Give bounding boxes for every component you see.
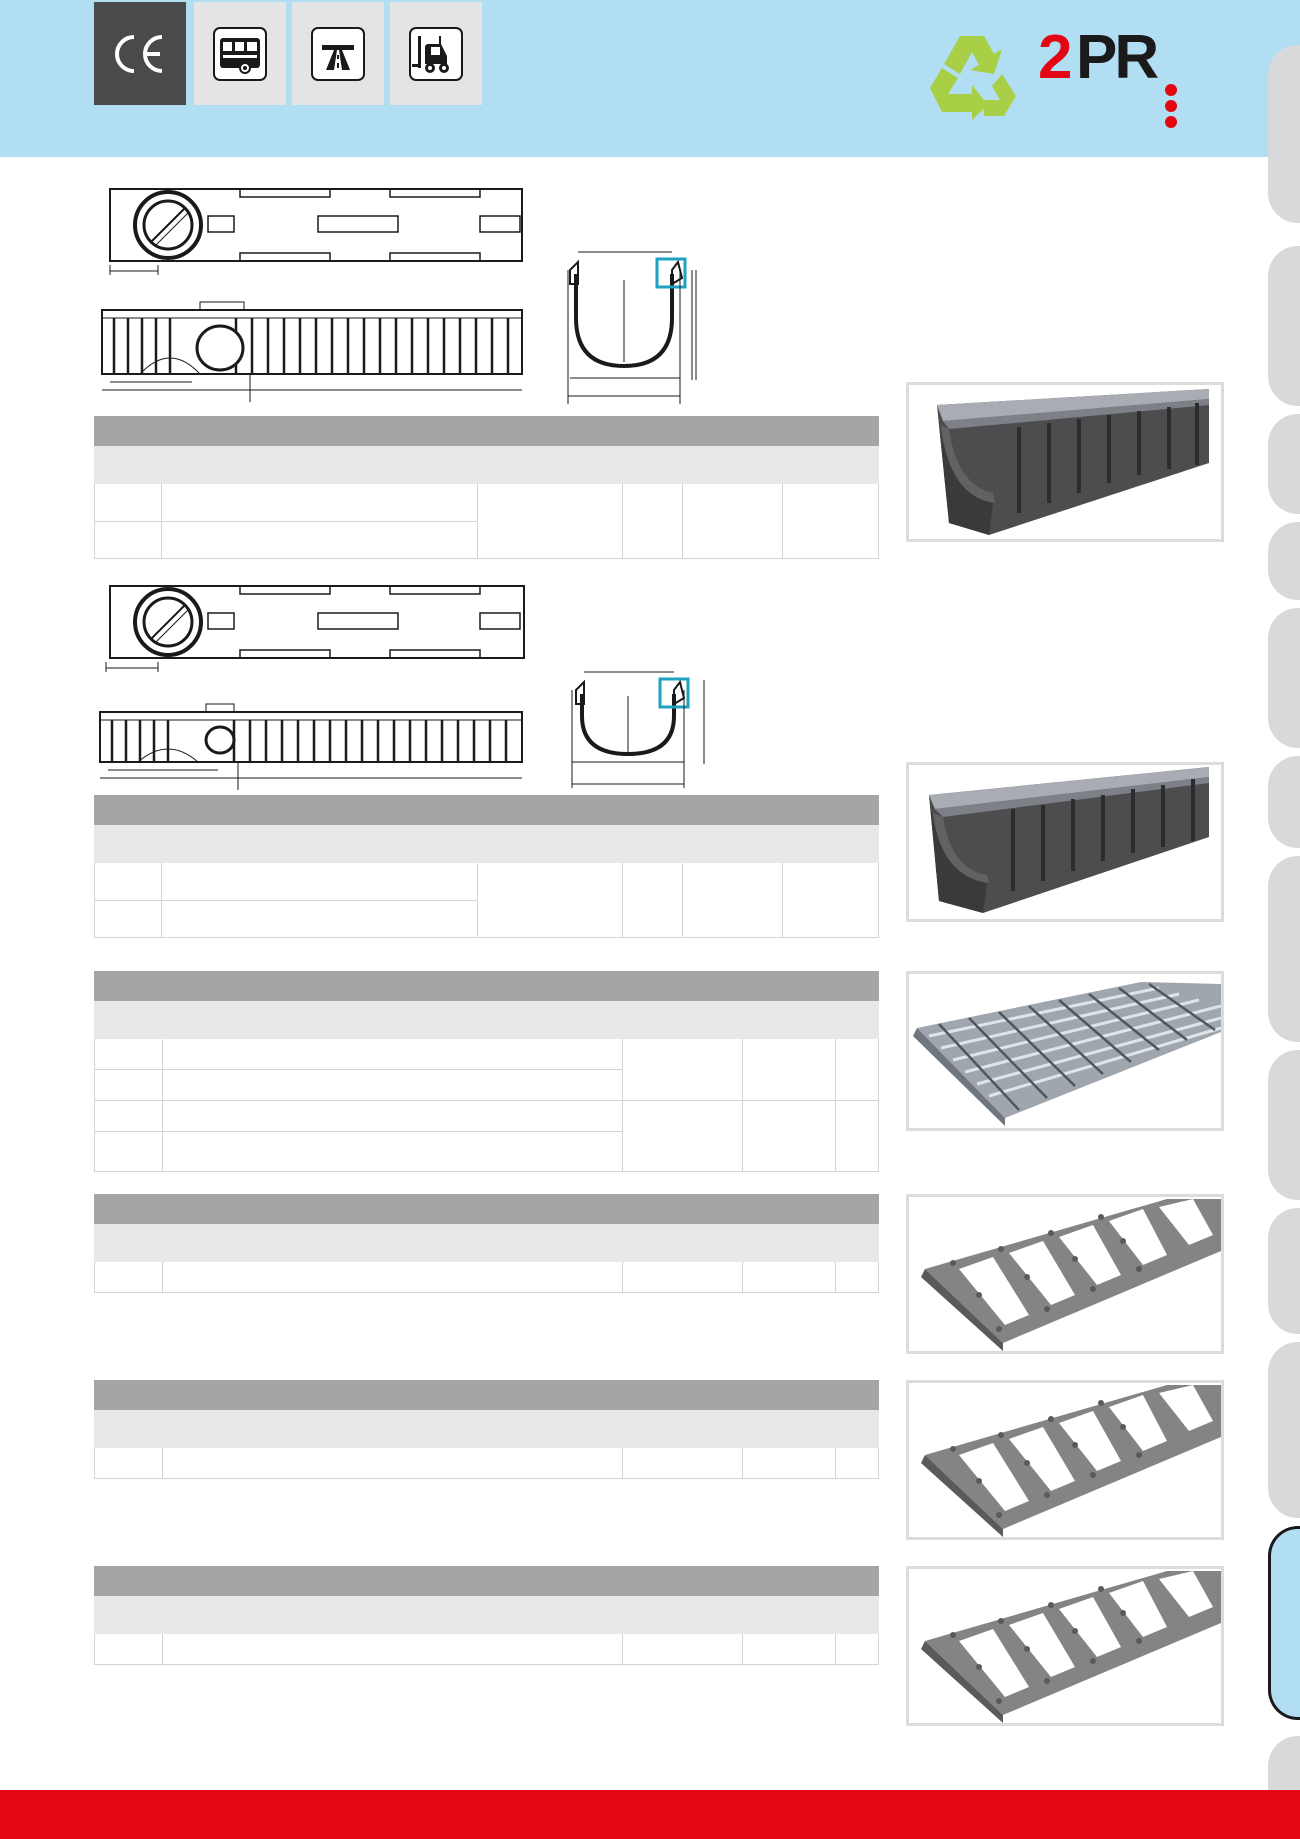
table-body bbox=[94, 863, 879, 938]
side-tab-11-active[interactable] bbox=[1268, 1526, 1300, 1720]
spec-table-1 bbox=[94, 416, 879, 559]
galvanized-mesh-grating-photo bbox=[913, 982, 1221, 1126]
spec-table-3 bbox=[94, 971, 879, 1172]
table-subheader-bar bbox=[94, 1410, 879, 1448]
bus-icon bbox=[213, 26, 267, 81]
table-body bbox=[94, 1262, 879, 1293]
table-body bbox=[94, 1039, 879, 1172]
product-photo-1 bbox=[906, 382, 1224, 542]
table-subheader-bar bbox=[94, 825, 879, 863]
cast-iron-slotted-grating-photo bbox=[921, 1385, 1221, 1537]
channel-plan-drawing-1 bbox=[109, 188, 523, 275]
table-header-bar bbox=[94, 1380, 879, 1410]
channel-side-drawing-1 bbox=[101, 301, 523, 402]
cert-motorway bbox=[292, 2, 384, 105]
product-photo-6 bbox=[906, 1566, 1224, 1726]
spec-table-6 bbox=[94, 1566, 879, 1665]
side-tab-1[interactable] bbox=[1268, 45, 1300, 223]
forklift-icon bbox=[409, 26, 463, 81]
channel-side-drawing-2 bbox=[99, 703, 523, 790]
product-photo-2 bbox=[906, 762, 1224, 922]
table-body bbox=[94, 1448, 879, 1479]
table-subheader-bar bbox=[94, 1001, 879, 1039]
drainage-channel-photo bbox=[937, 389, 1209, 535]
channel-section-drawing-1 bbox=[567, 251, 697, 404]
table-header-bar bbox=[94, 1566, 879, 1596]
side-tab-9[interactable] bbox=[1268, 1208, 1300, 1334]
cert-ce bbox=[94, 2, 186, 105]
drainage-channel-photo bbox=[929, 767, 1209, 913]
header-band: 2 PR bbox=[0, 0, 1300, 157]
cast-iron-slotted-grating-photo bbox=[921, 1571, 1221, 1723]
cast-iron-slotted-grating-photo bbox=[921, 1199, 1221, 1351]
cert-bus bbox=[194, 2, 286, 105]
svg-text:PR: PR bbox=[1076, 28, 1158, 92]
table-header-bar bbox=[94, 795, 879, 825]
table-body bbox=[94, 484, 879, 559]
product-photo-4 bbox=[906, 1194, 1224, 1354]
side-tab-3[interactable] bbox=[1268, 414, 1300, 514]
footer-band bbox=[0, 1790, 1300, 1839]
side-tab-2[interactable] bbox=[1268, 246, 1300, 406]
svg-text:2: 2 bbox=[1038, 28, 1070, 92]
side-tab-5[interactable] bbox=[1268, 608, 1300, 748]
table-subheader-bar bbox=[94, 446, 879, 484]
product-photo-5 bbox=[906, 1380, 1224, 1540]
channel-plan-drawing-2 bbox=[105, 585, 525, 672]
table-subheader-bar bbox=[94, 1224, 879, 1262]
side-tab-7[interactable] bbox=[1268, 856, 1300, 1042]
table-subheader-bar bbox=[94, 1596, 879, 1634]
side-tab-6[interactable] bbox=[1268, 756, 1300, 848]
table-header-bar bbox=[94, 1194, 879, 1224]
table-header-bar bbox=[94, 971, 879, 1001]
spec-table-5 bbox=[94, 1380, 879, 1479]
spec-table-4 bbox=[94, 1194, 879, 1293]
motorway-icon bbox=[311, 26, 365, 81]
product-photo-3 bbox=[906, 971, 1224, 1131]
spec-table-2 bbox=[94, 795, 879, 938]
table-header-bar bbox=[94, 416, 879, 446]
side-tab-4[interactable] bbox=[1268, 522, 1300, 600]
side-tab-8[interactable] bbox=[1268, 1050, 1300, 1200]
side-tab-10[interactable] bbox=[1268, 1342, 1300, 1518]
recycle-icon bbox=[930, 36, 1016, 120]
brand-logo-2pr: 2 PR bbox=[1038, 28, 1177, 128]
ce-mark-icon bbox=[115, 34, 163, 73]
cert-forklift bbox=[390, 2, 482, 105]
channel-section-drawing-2 bbox=[571, 671, 705, 788]
table-body bbox=[94, 1634, 879, 1665]
